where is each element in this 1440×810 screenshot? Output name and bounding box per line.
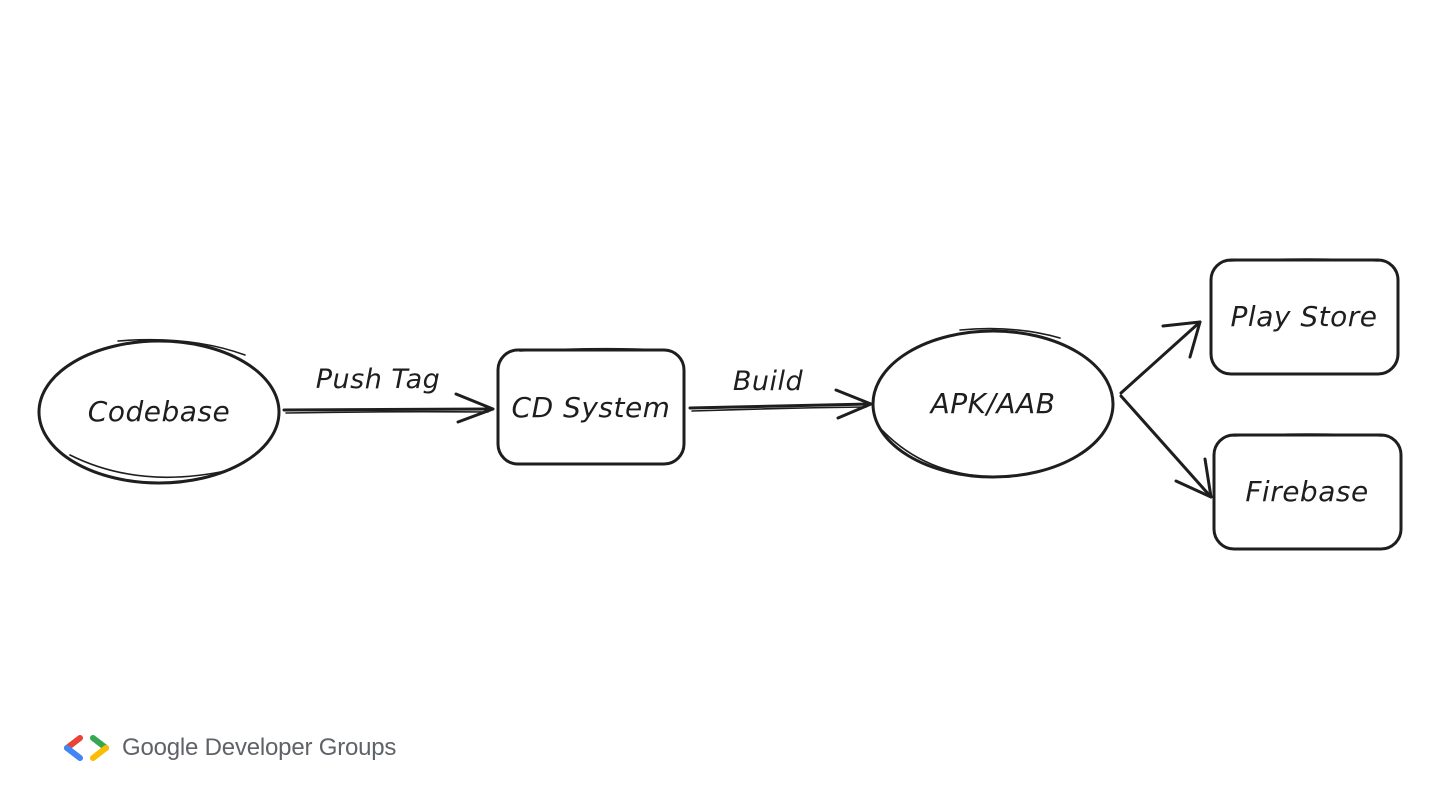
node-play-store: Play Store bbox=[1209, 258, 1400, 376]
gdg-chevrons-icon bbox=[64, 735, 109, 761]
node-firebase: Firebase bbox=[1212, 433, 1403, 551]
node-codebase: Codebase bbox=[37, 338, 281, 485]
edge-build: Build bbox=[688, 366, 873, 420]
edge-to-firebase bbox=[1119, 394, 1213, 499]
node-firebase-label: Firebase bbox=[1245, 475, 1368, 508]
node-apk-aab-label: APK/AAB bbox=[929, 387, 1056, 420]
edge-build-label: Build bbox=[733, 366, 804, 397]
node-cd-system-label: CD System bbox=[512, 391, 671, 424]
node-play-store-label: Play Store bbox=[1231, 300, 1378, 333]
edge-to-play-store bbox=[1119, 320, 1202, 395]
footer-brand: Google Developer Groups bbox=[62, 730, 396, 766]
footer-brand-text: Google Developer Groups bbox=[122, 734, 397, 761]
edge-push-tag-label: Push Tag bbox=[316, 364, 441, 395]
node-codebase-label: Codebase bbox=[88, 395, 230, 428]
edge-push-tag: Push Tag bbox=[282, 364, 495, 424]
node-cd-system: CD System bbox=[496, 347, 686, 466]
node-apk-aab: APK/AAB bbox=[871, 327, 1115, 479]
